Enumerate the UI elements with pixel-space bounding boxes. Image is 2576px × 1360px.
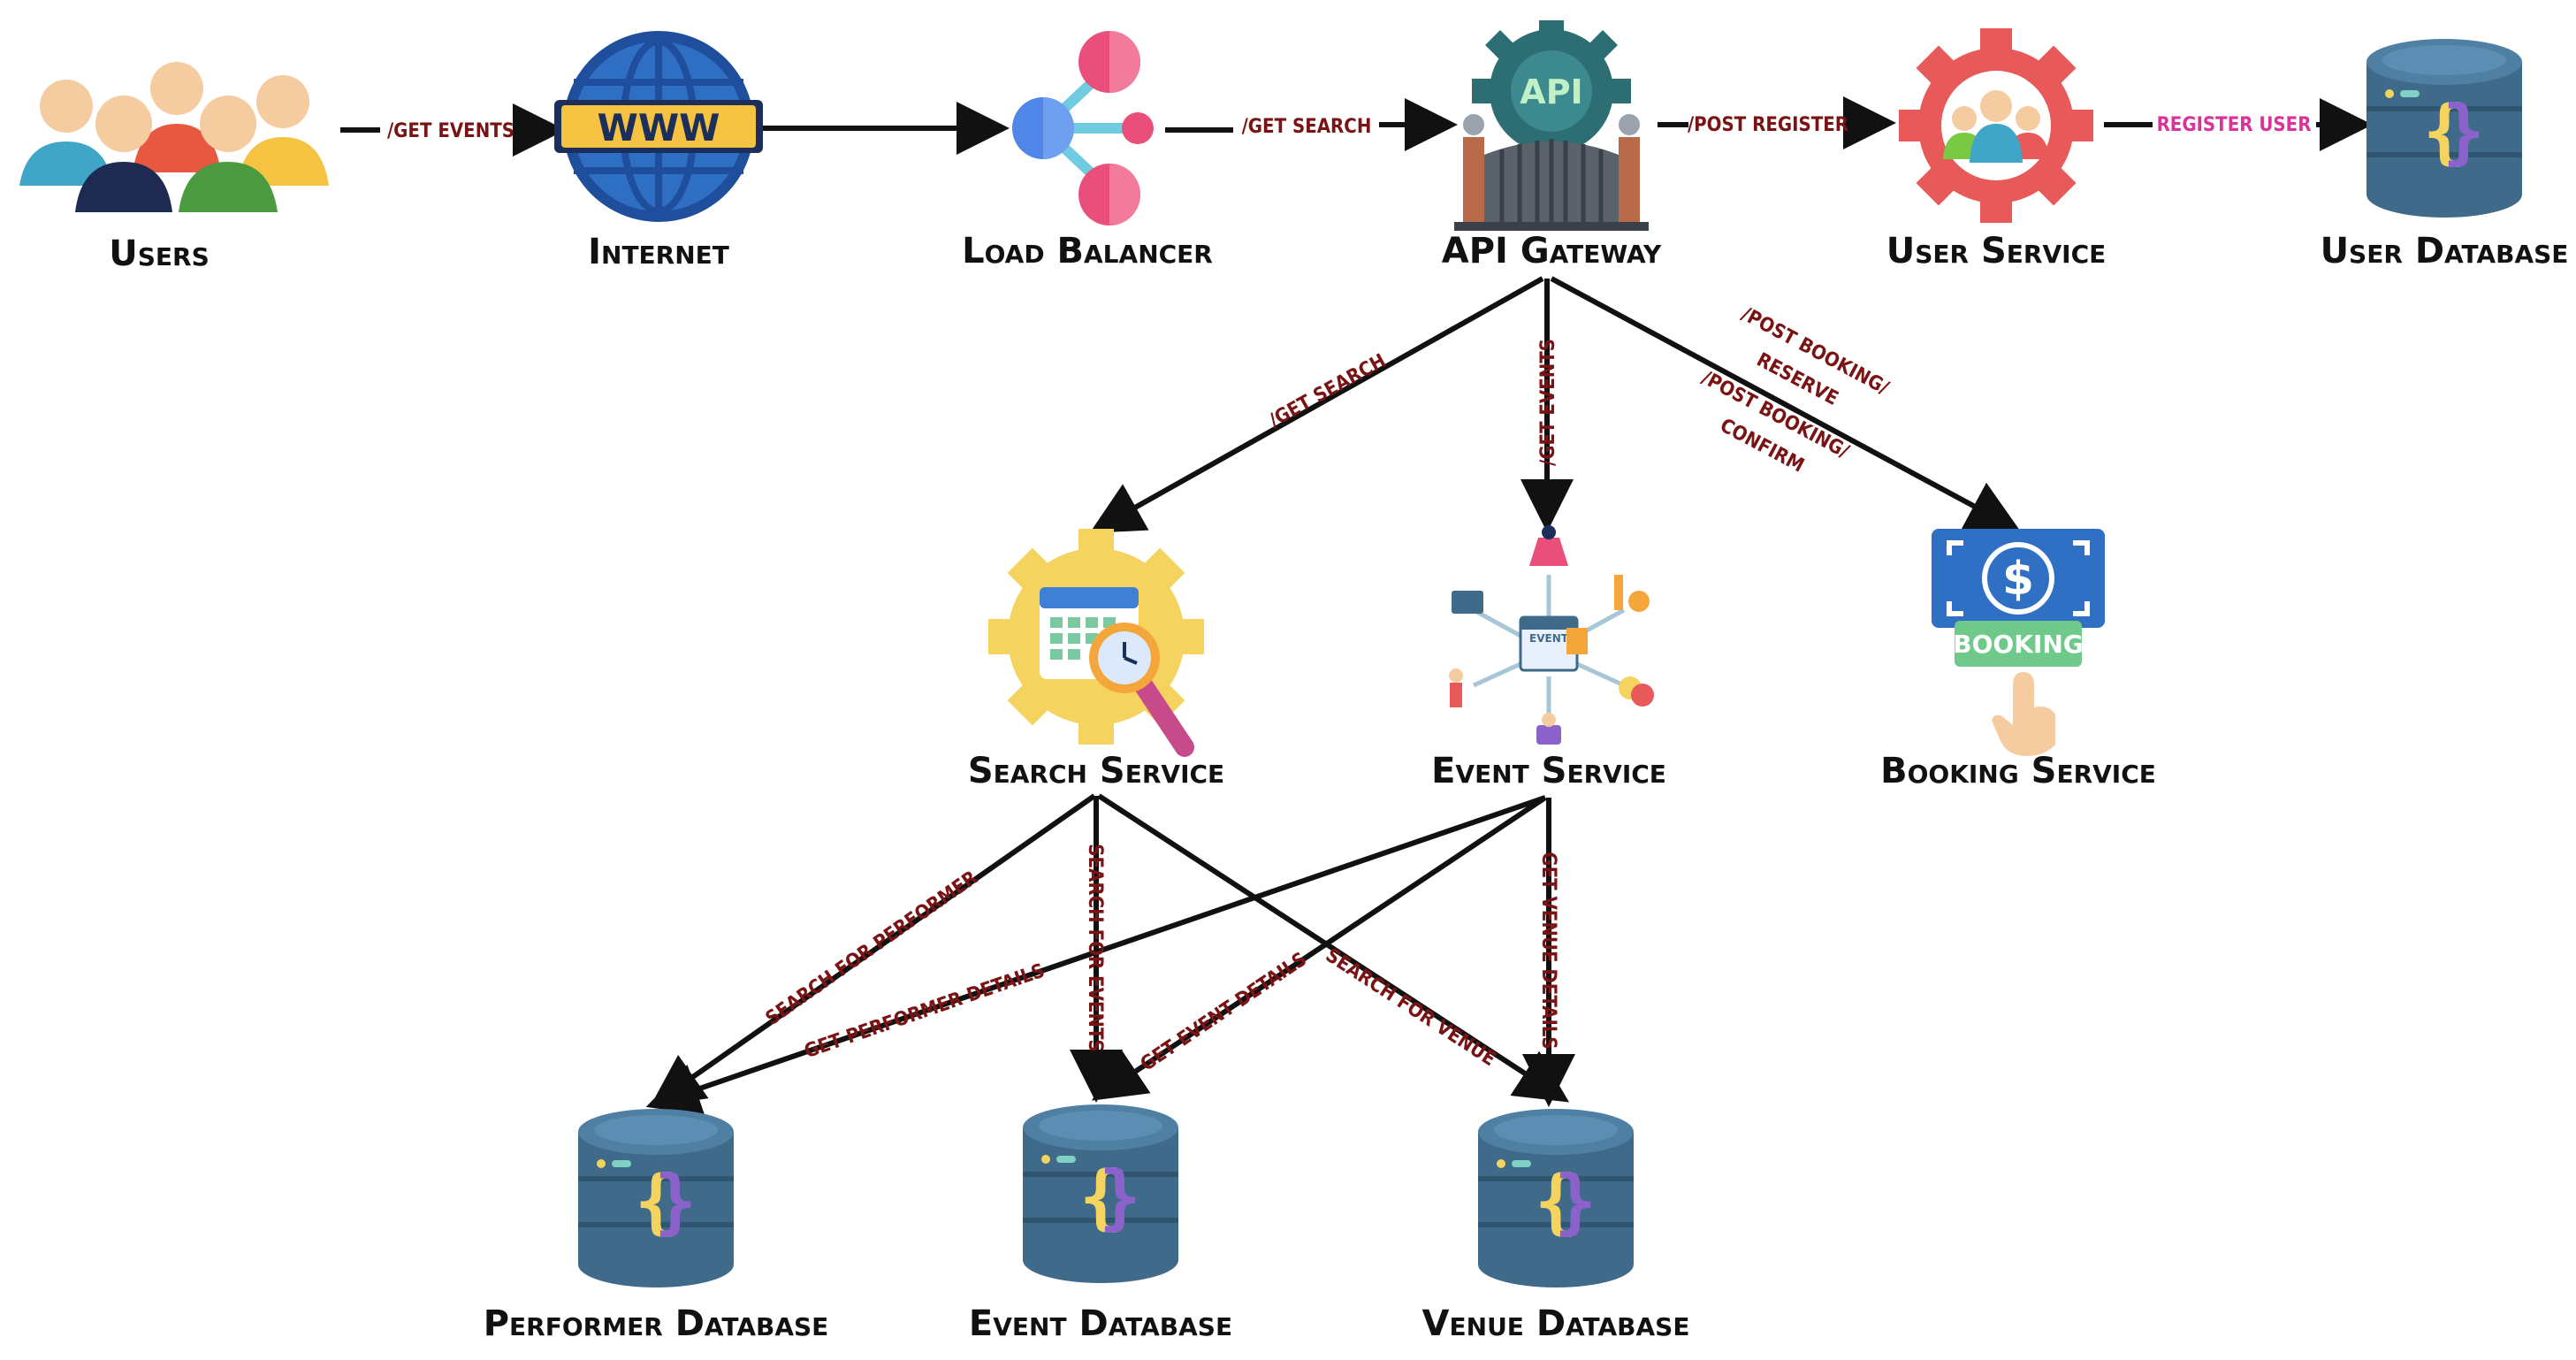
api-text: API bbox=[1520, 73, 1582, 111]
user-service-label: User Service bbox=[1886, 231, 2107, 271]
label-search-events: SEARCH FOR EVENTS bbox=[1084, 844, 1106, 1051]
booking-service-label: Booking Service bbox=[1880, 751, 2156, 791]
load-balancer-label: Load Balancer bbox=[962, 231, 1213, 271]
edge-gateway-search bbox=[1089, 276, 1544, 533]
edge-gateway-booking bbox=[1550, 276, 2021, 531]
internet-label: Internet bbox=[588, 232, 729, 272]
event-database-node[interactable]: Event Database bbox=[969, 1104, 1232, 1344]
event-service-node[interactable]: EVENT Event Service bbox=[1431, 525, 1666, 791]
booking-service-node[interactable]: $ BOOKING Booking Service bbox=[1880, 529, 2156, 791]
internet-node[interactable]: WWW Internet bbox=[554, 31, 763, 272]
globe-icon: WWW bbox=[554, 31, 763, 222]
edge-event-eventdb bbox=[1092, 795, 1547, 1101]
label-event-venue: GET VENUE DETAILS bbox=[1537, 852, 1559, 1049]
label-search-venue: SEARCH FOR VENUE bbox=[1322, 944, 1499, 1071]
user-database-label: User Database bbox=[2321, 231, 2569, 271]
booking-text: BOOKING bbox=[1953, 630, 2083, 659]
edge-search-performer bbox=[650, 793, 1096, 1107]
edge-event-performer bbox=[645, 795, 1546, 1115]
performer-database-node[interactable]: Performer Database bbox=[484, 1109, 829, 1344]
users-node[interactable]: Users bbox=[19, 62, 329, 274]
label-lb-gateway: /GET SEARCH bbox=[1242, 116, 1372, 138]
search-service-node[interactable]: Search Service bbox=[968, 529, 1224, 791]
label-user-db: REGISTER USER bbox=[2157, 114, 2312, 136]
edges bbox=[340, 96, 2373, 1115]
user-database-node[interactable]: User Database bbox=[2321, 39, 2569, 271]
user-service-icon bbox=[1899, 28, 2093, 223]
label-gateway-search: /GET SEARCH bbox=[1266, 350, 1391, 432]
api-gateway-label: API Gateway bbox=[1442, 231, 1662, 271]
event-service-label: Event Service bbox=[1431, 751, 1666, 791]
user-service-node[interactable]: User Service bbox=[1886, 28, 2107, 271]
database-icon bbox=[1023, 1104, 1178, 1283]
api-gateway-icon: API bbox=[1454, 20, 1649, 231]
event-hub-icon: EVENT bbox=[1449, 525, 1654, 745]
label-gateway-event: /GET EVENTS bbox=[1537, 339, 1559, 466]
edge-search-venue bbox=[1097, 793, 1570, 1103]
venue-database-node[interactable]: Venue Database bbox=[1422, 1109, 1690, 1344]
users-icon bbox=[19, 62, 329, 212]
api-gateway-node[interactable]: API API Gateway bbox=[1442, 20, 1662, 271]
performer-database-label: Performer Database bbox=[484, 1303, 829, 1344]
event-text: EVENT bbox=[1529, 632, 1569, 645]
event-database-label: Event Database bbox=[969, 1303, 1232, 1344]
load-balancer-icon bbox=[1012, 31, 1154, 225]
label-gateway-user: /POST REGISTER bbox=[1688, 114, 1848, 136]
users-label: Users bbox=[109, 233, 210, 274]
load-balancer-node[interactable]: Load Balancer bbox=[962, 31, 1213, 271]
venue-database-label: Venue Database bbox=[1422, 1303, 1690, 1344]
search-service-label: Search Service bbox=[968, 751, 1224, 791]
search-calendar-icon bbox=[988, 529, 1204, 757]
database-icon bbox=[578, 1109, 734, 1287]
dollar-text: $ bbox=[2002, 553, 2034, 606]
database-icon bbox=[2366, 39, 2522, 218]
www-text: WWW bbox=[598, 106, 720, 149]
booking-icon: $ BOOKING bbox=[1932, 529, 2105, 756]
database-icon bbox=[1478, 1109, 1634, 1287]
label-users-internet: /GET EVENTS bbox=[387, 120, 514, 142]
label-event-eventdb: GET EVENT DETAILS bbox=[1137, 949, 1311, 1076]
